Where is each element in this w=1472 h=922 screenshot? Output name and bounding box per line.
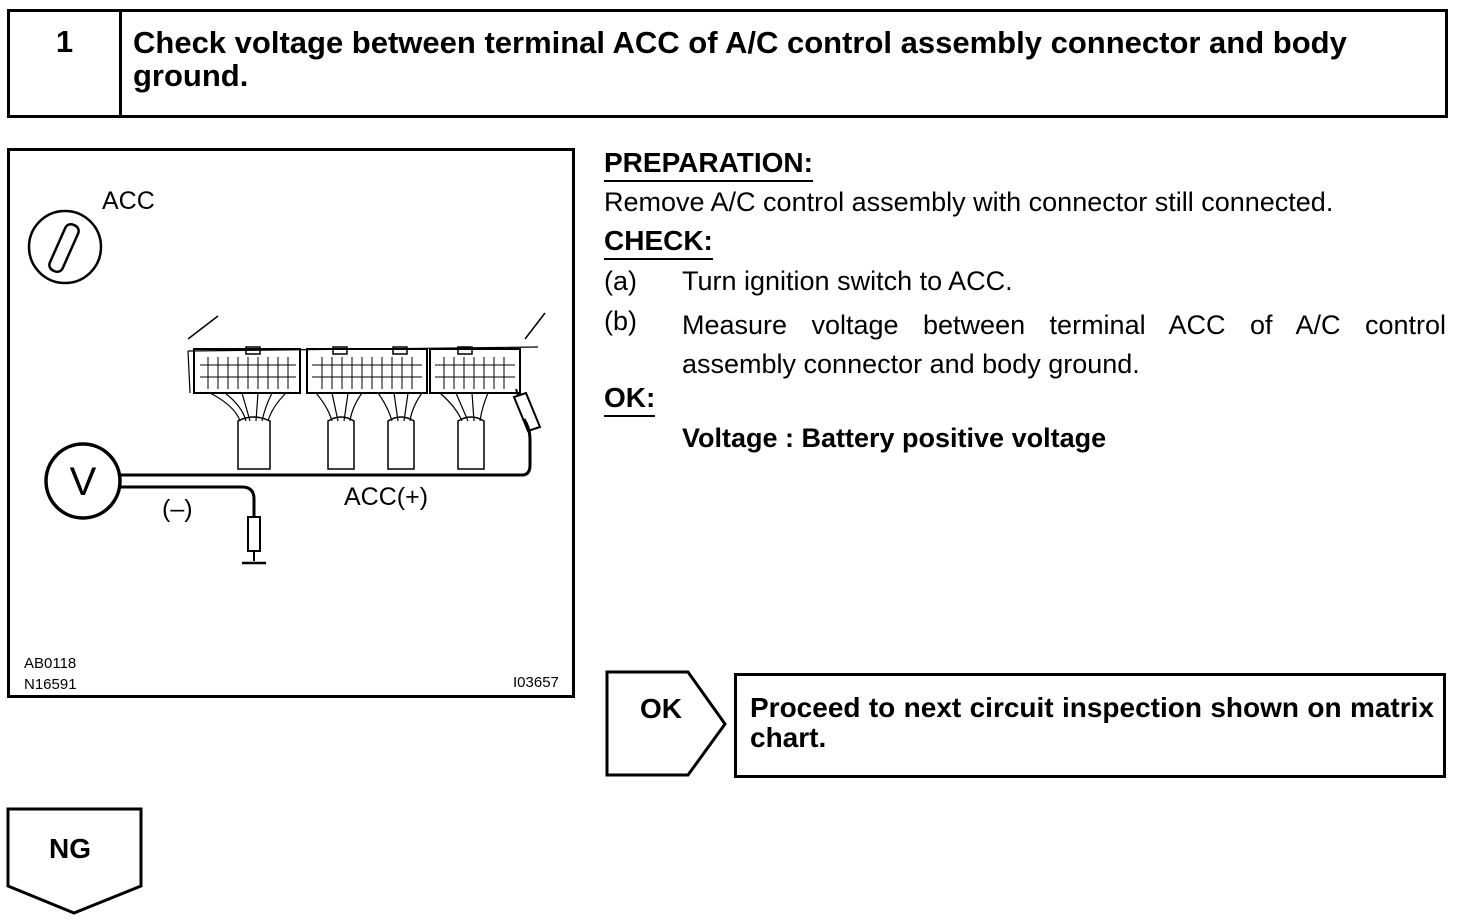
figure-code-bottom-right: I03657	[513, 674, 559, 691]
ok-result-box	[734, 673, 1446, 778]
ok-spec: Voltage : Battery positive voltage	[682, 423, 1107, 453]
step-title: Check voltage between terminal ACC of A/…	[133, 25, 1347, 93]
negative-test-lead	[120, 485, 266, 565]
check-step-a-text: Turn ignition switch to ACC.	[682, 266, 1013, 296]
ok-result-text: Proceed to next circuit inspection shown…	[750, 692, 1434, 753]
preparation-text: Remove A/C control assembly with connect…	[604, 187, 1334, 217]
acc-switch-label: ACC	[102, 187, 155, 215]
ok-arrow-box	[605, 670, 727, 777]
ok-heading: OK:	[604, 383, 656, 417]
check-step-b-marker: (b)	[604, 306, 637, 336]
step-header-box	[7, 9, 1448, 118]
check-step-a-marker: (a)	[604, 266, 637, 296]
connector-icon	[187, 312, 546, 470]
positive-lead-label: ACC(+)	[344, 483, 429, 511]
check-step-b-text: Measure voltage between terminal ACC of …	[682, 310, 1446, 379]
step-number: 1	[55, 24, 74, 59]
ok-arrow-label: OK	[640, 693, 682, 724]
figure-frame	[7, 148, 575, 698]
positive-test-lead	[120, 388, 542, 477]
voltmeter-icon: V	[44, 442, 122, 520]
check-heading: CHECK:	[604, 226, 713, 260]
ng-arrow-box	[6, 807, 143, 915]
figure-code-bottom-left: N16591	[24, 676, 77, 693]
ng-arrow-label: NG	[49, 833, 91, 864]
preparation-heading: PREPARATION:	[604, 148, 813, 182]
figure-code-top-left: AB0118	[24, 655, 77, 672]
wiring-diagram: V	[27, 209, 546, 565]
step-header-divider	[119, 9, 122, 118]
negative-lead-label: (–)	[162, 495, 193, 523]
ignition-switch-icon	[27, 209, 103, 285]
svg-text:V: V	[70, 460, 97, 504]
